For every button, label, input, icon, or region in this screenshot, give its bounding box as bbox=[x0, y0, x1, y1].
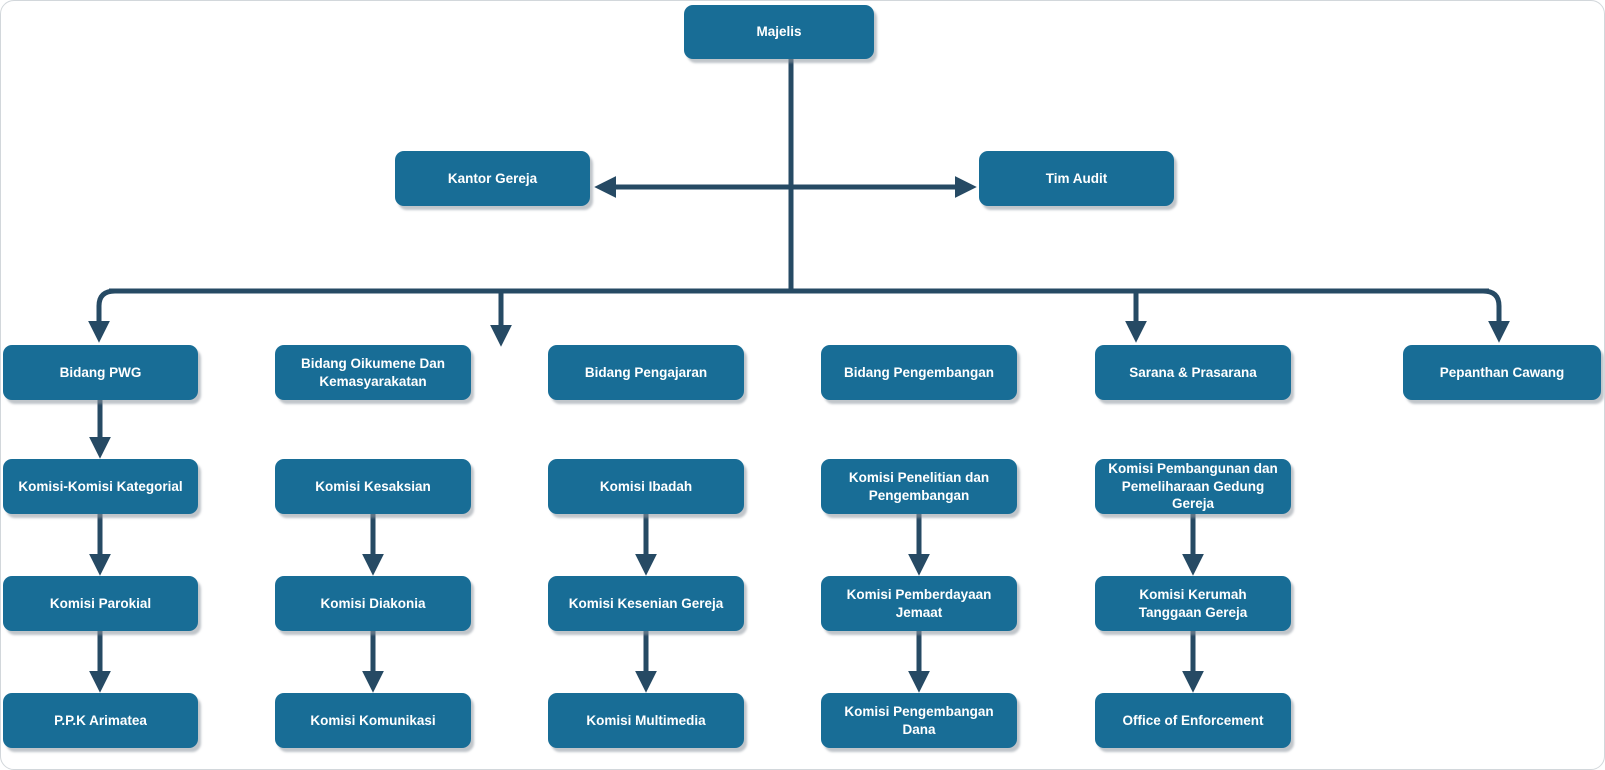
node-tim-audit: Tim Audit bbox=[979, 151, 1174, 206]
node-komisi-penelitian: Komisi Penelitian dan Pengembangan bbox=[821, 459, 1017, 514]
node-ppk-arimatea: P.P.K Arimatea bbox=[3, 693, 198, 748]
node-kantor-gereja: Kantor Gereja bbox=[395, 151, 590, 206]
node-komisi-pengembangan-dana: Komisi Pengembangan Dana bbox=[821, 693, 1017, 748]
node-komisi-kerumah: Komisi Kerumah Tanggaan Gereja bbox=[1095, 576, 1291, 631]
node-komisi-pemberdayaan: Komisi Pemberdayaan Jemaat bbox=[821, 576, 1017, 631]
node-sarana-prasarana: Sarana & Prasarana bbox=[1095, 345, 1291, 400]
node-komisi-diakonia: Komisi Diakonia bbox=[275, 576, 471, 631]
node-komisi-pembangunan: Komisi Pembangunan dan Pemeliharaan Gedu… bbox=[1095, 459, 1291, 514]
node-bidang-pwg: Bidang PWG bbox=[3, 345, 198, 400]
connector-drop-bidang-pwg bbox=[88, 288, 116, 343]
node-komisi-kesenian: Komisi Kesenian Gereja bbox=[548, 576, 744, 631]
node-komisi-kategorial: Komisi-Komisi Kategorial bbox=[3, 459, 198, 514]
node-pepanthan-cawang: Pepanthan Cawang bbox=[1403, 345, 1601, 400]
node-komisi-multimedia: Komisi Multimedia bbox=[548, 693, 744, 748]
node-komisi-ibadah: Komisi Ibadah bbox=[548, 459, 744, 514]
node-majelis: Majelis bbox=[684, 5, 874, 59]
connector-drop-pepanthan-cawang bbox=[1482, 288, 1510, 343]
node-office-of-enforcement: Office of Enforcement bbox=[1095, 693, 1291, 748]
node-komisi-parokial: Komisi Parokial bbox=[3, 576, 198, 631]
node-bidang-oikumene: Bidang Oikumene Dan Kemasyarakatan bbox=[275, 345, 471, 400]
node-komisi-komunikasi: Komisi Komunikasi bbox=[275, 693, 471, 748]
node-bidang-pengembangan: Bidang Pengembangan bbox=[821, 345, 1017, 400]
node-komisi-kesaksian: Komisi Kesaksian bbox=[275, 459, 471, 514]
node-bidang-pengajaran: Bidang Pengajaran bbox=[548, 345, 744, 400]
